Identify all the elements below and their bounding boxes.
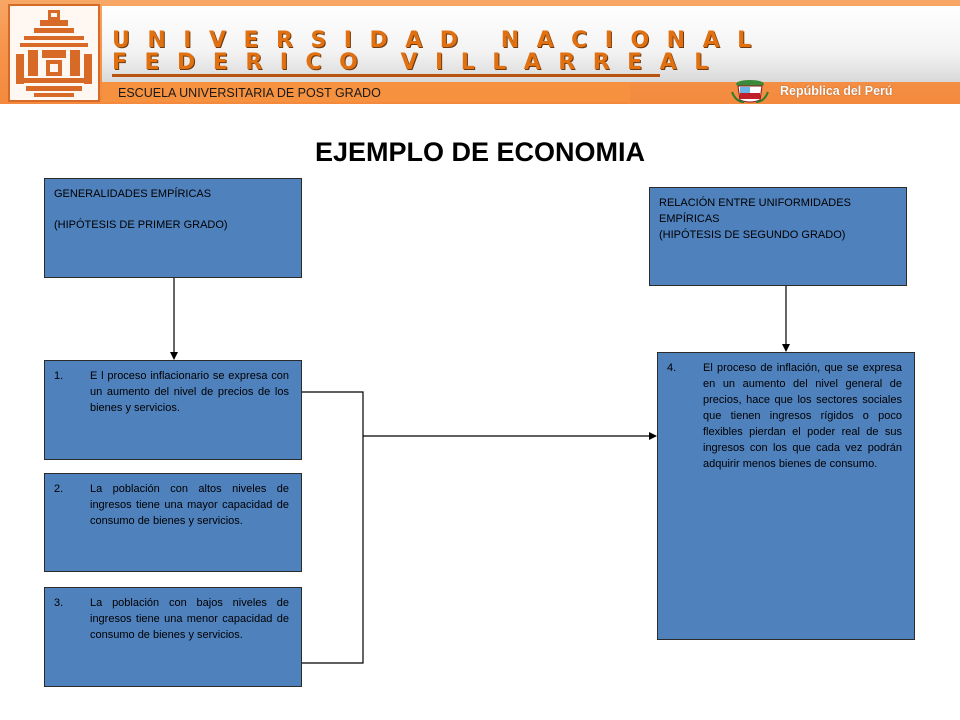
school-strip <box>102 82 630 102</box>
item-text: El proceso de inflación, que se expresa … <box>703 362 902 470</box>
box-rel-line1: RELACIÓN ENTRE UNIFORMIDADES EMPÍRICAS <box>659 197 851 225</box>
box-hypothesis-1: 1. E l proceso inflacionario se expresa … <box>44 360 302 460</box>
box-rel-line2: (HIPÓTESIS DE SEGUNDO GRADO) <box>659 228 846 241</box>
box-hypothesis-4: 4. El proceso de inflación, que se expre… <box>657 352 915 640</box>
item-number: 2. <box>54 483 64 495</box>
university-crest-icon <box>16 10 92 97</box>
peru-emblem-area <box>728 78 956 104</box>
peru-coat-of-arms-icon <box>731 80 769 103</box>
university-name-line2: FEDERICO VILLARREAL <box>112 50 726 75</box>
box-gen-line1: GENERALIDADES EMPÍRICAS <box>54 188 212 200</box>
item-number: 1. <box>54 370 64 382</box>
item-text: La población con altos niveles de ingres… <box>90 483 289 527</box>
item-text: E l proceso inflacionario se expresa con… <box>90 370 289 414</box>
box-relacion-uniformidades: RELACIÓN ENTRE UNIFORMIDADES EMPÍRICAS (… <box>649 187 907 286</box>
item-text: La población con bajos niveles de ingres… <box>90 597 289 641</box>
box-generalidades-empiricas: GENERALIDADES EMPÍRICAS (HIPÓTESIS DE PR… <box>44 178 302 278</box>
box-hypothesis-2: 2. La población con altos niveles de ing… <box>44 473 302 572</box>
item-number: 4. <box>667 362 677 374</box>
title-strip <box>102 6 960 82</box>
university-logo <box>8 4 100 102</box>
title-underline <box>112 74 660 77</box>
school-name: ESCUELA UNIVERSITARIA DE POST GRADO <box>118 86 381 100</box>
bracket-h1-h3 <box>302 391 364 664</box>
box-hypothesis-3: 3. La población con bajos niveles de ing… <box>44 587 302 687</box>
country-label: República del Perú <box>780 84 893 98</box>
page-title: EJEMPLO DE ECONOMIA <box>314 137 646 167</box>
item-number: 3. <box>54 597 64 609</box>
box-gen-line2: (HIPÓTESIS DE PRIMER GRADO) <box>54 218 228 231</box>
university-name-line1: UNIVERSIDAD NACIONAL <box>112 28 769 53</box>
